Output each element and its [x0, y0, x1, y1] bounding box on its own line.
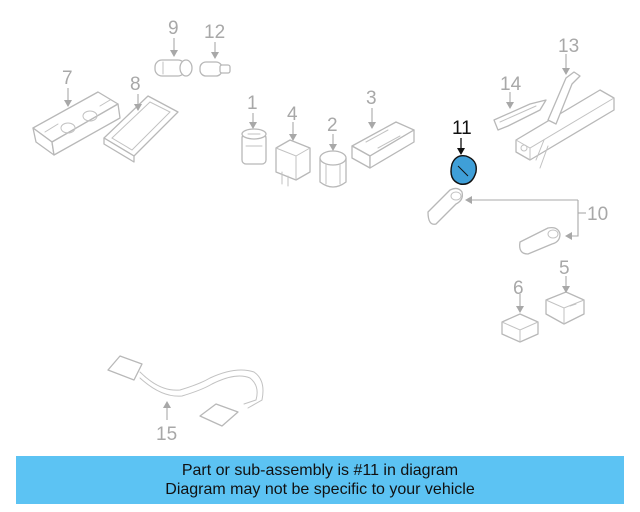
- callout-11: 11: [452, 118, 472, 139]
- callout-6: 6: [513, 278, 524, 299]
- callout-4: 4: [287, 104, 298, 125]
- part-6-switch[interactable]: [501, 313, 539, 343]
- part-10-upper-bulb[interactable]: [427, 187, 464, 225]
- part-3-switch-block[interactable]: [351, 121, 415, 169]
- part-7-switch-panel[interactable]: [32, 91, 121, 156]
- callout-1: 1: [247, 93, 258, 114]
- callout-7: 7: [62, 68, 73, 89]
- part-12-small-bulb[interactable]: [199, 61, 231, 77]
- part-4-module[interactable]: [275, 139, 311, 187]
- callout-3: 3: [366, 88, 377, 109]
- callout-2: 2: [327, 115, 338, 136]
- caption-bar: Part or sub-assembly is #11 in diagram D…: [16, 456, 624, 504]
- callout-12: 12: [204, 22, 225, 43]
- callout-13: 13: [558, 36, 579, 57]
- part-9-bulb[interactable]: [154, 59, 193, 77]
- callout-8: 8: [130, 74, 141, 95]
- part-14-bracket[interactable]: [493, 99, 547, 131]
- callout-10: 10: [587, 204, 608, 225]
- part-8-lamp-lens[interactable]: [103, 95, 179, 163]
- part-2-knob[interactable]: [319, 150, 347, 188]
- callout-14: 14: [500, 74, 522, 95]
- part-13-lever-assembly[interactable]: [515, 71, 615, 169]
- callout-15: 15: [156, 424, 177, 445]
- caption-line-2: Diagram may not be specific to your vehi…: [165, 481, 475, 498]
- callout-9: 9: [168, 18, 179, 39]
- part-15-wiring-harness[interactable]: [107, 355, 264, 427]
- caption-line-1: Part or sub-assembly is #11 in diagram: [181, 462, 459, 479]
- part-10-lower-bulb[interactable]: [519, 226, 561, 255]
- part-5-switch[interactable]: [545, 291, 585, 325]
- part-11-highlighted-plug[interactable]: [450, 154, 477, 185]
- part-1-socket[interactable]: [241, 128, 267, 165]
- callout-5: 5: [559, 258, 570, 279]
